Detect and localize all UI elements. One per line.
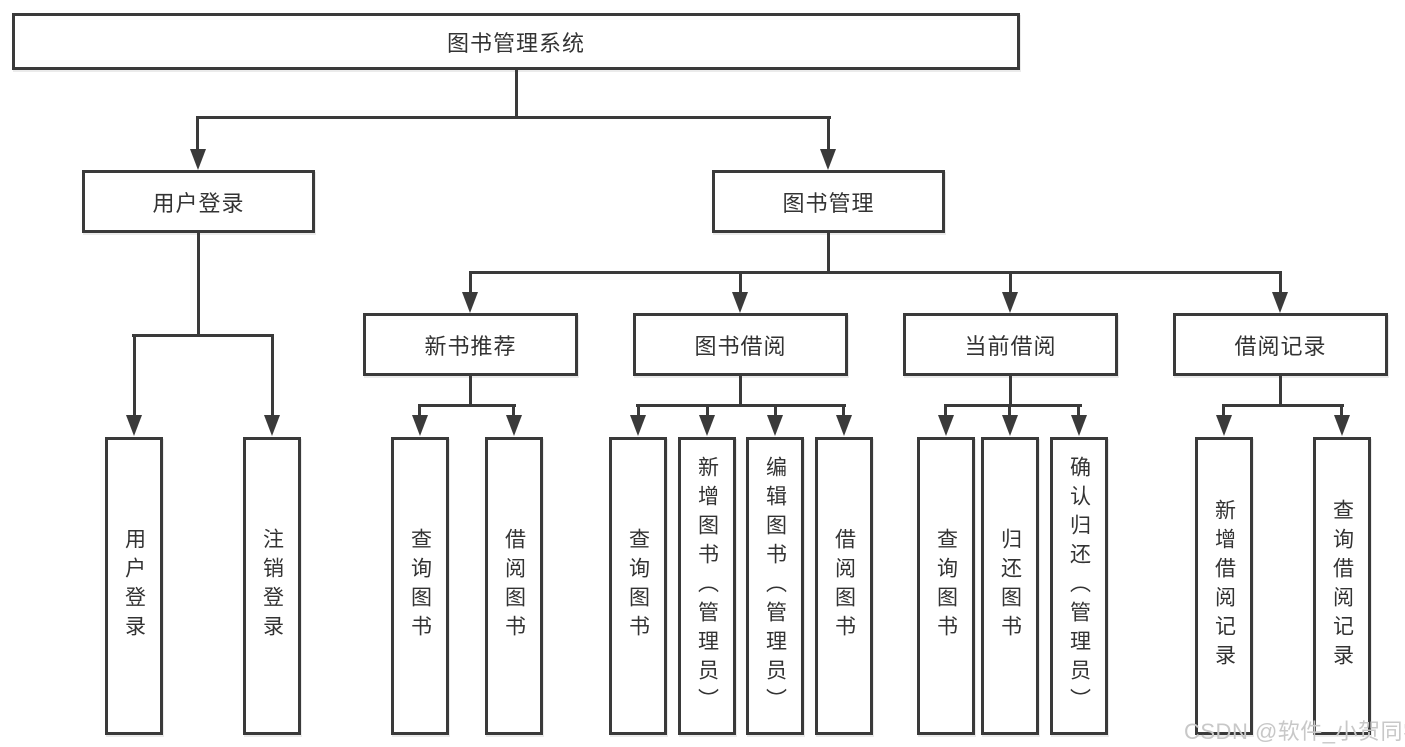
node-current-borrow: 当前借阅 xyxy=(903,313,1118,376)
node-user-login-label: 用户登录 xyxy=(152,190,245,216)
connector-line xyxy=(271,334,274,417)
node-current-borrow-label: 当前借阅 xyxy=(964,333,1057,359)
connector-line xyxy=(637,404,640,418)
csdn-watermark: CSDN @软件_小贺同学 xyxy=(1184,719,1405,744)
connector-line xyxy=(842,404,845,418)
connector-line xyxy=(1009,375,1012,407)
connector-line xyxy=(515,70,518,119)
arrow-down-icon xyxy=(630,415,646,436)
connector-line xyxy=(1279,271,1282,295)
leaf-logout-login-label: 注销登录 xyxy=(260,528,284,644)
leaf-logout-login: 注销登录 xyxy=(243,437,301,735)
leaf-query-books-recommend-label: 查询图书 xyxy=(408,528,432,644)
connector-line xyxy=(1008,404,1011,418)
node-book-borrow-label: 图书借阅 xyxy=(694,333,787,359)
arrow-down-icon xyxy=(1272,292,1288,313)
leaf-query-borrow-record-label: 查询借阅记录 xyxy=(1330,499,1354,673)
arrow-down-icon xyxy=(506,415,522,436)
connector-line xyxy=(706,404,709,418)
connector-line xyxy=(774,404,777,418)
connector-line xyxy=(132,334,274,337)
leaf-borrow-books-recommend: 借阅图书 xyxy=(485,437,543,735)
connector-line xyxy=(739,375,742,407)
node-new-book-recommend: 新书推荐 xyxy=(363,313,578,376)
leaf-query-books-borrow-label: 查询图书 xyxy=(626,528,650,644)
connector-line xyxy=(944,404,947,418)
connector-line xyxy=(196,116,199,152)
leaf-return-books-label: 归还图书 xyxy=(998,528,1022,644)
connector-line xyxy=(418,404,421,418)
leaf-add-book-admin: 新增图书（管理员） xyxy=(678,437,736,735)
leaf-confirm-return-admin: 确认归还（管理员） xyxy=(1050,437,1108,735)
arrow-down-icon xyxy=(836,415,852,436)
arrow-down-icon xyxy=(190,149,206,170)
connector-line xyxy=(739,271,742,295)
leaf-add-book-admin-label: 新增图书（管理员） xyxy=(695,455,719,717)
leaf-query-books-current-label: 查询图书 xyxy=(934,528,958,644)
connector-line xyxy=(1222,404,1225,418)
connector-line xyxy=(197,233,200,337)
connector-line xyxy=(469,271,472,295)
leaf-return-books: 归还图书 xyxy=(981,437,1039,735)
arrow-down-icon xyxy=(412,415,428,436)
connector-line xyxy=(1340,404,1343,418)
node-book-borrow: 图书借阅 xyxy=(633,313,848,376)
leaf-add-borrow-record: 新增借阅记录 xyxy=(1195,437,1253,735)
connector-line xyxy=(1009,271,1012,295)
connector-line xyxy=(512,404,515,418)
leaf-user-login: 用户登录 xyxy=(105,437,163,735)
leaf-query-borrow-record: 查询借阅记录 xyxy=(1313,437,1371,735)
node-book-management: 图书管理 xyxy=(712,170,945,233)
connector-line xyxy=(636,404,846,407)
connector-line xyxy=(469,271,1282,274)
leaf-borrow-books-borrow-label: 借阅图书 xyxy=(832,528,856,644)
leaf-confirm-return-admin-label: 确认归还（管理员） xyxy=(1067,455,1091,717)
connector-line xyxy=(133,334,136,417)
leaf-add-borrow-record-label: 新增借阅记录 xyxy=(1212,499,1236,673)
arrow-down-icon xyxy=(1002,415,1018,436)
leaf-edit-book-admin: 编辑图书（管理员） xyxy=(746,437,804,735)
arrow-down-icon xyxy=(820,149,836,170)
leaf-query-books-recommend: 查询图书 xyxy=(391,437,449,735)
arrow-down-icon xyxy=(938,415,954,436)
node-user-login: 用户登录 xyxy=(82,170,315,233)
arrow-down-icon xyxy=(264,415,280,436)
connector-line xyxy=(469,375,472,407)
arrow-down-icon xyxy=(699,415,715,436)
node-root-label: 图书管理系统 xyxy=(446,30,585,56)
node-new-book-recommend-label: 新书推荐 xyxy=(424,333,517,359)
arrow-down-icon xyxy=(732,292,748,313)
arrow-down-icon xyxy=(1002,292,1018,313)
leaf-user-login-label: 用户登录 xyxy=(122,528,146,644)
leaf-edit-book-admin-label: 编辑图书（管理员） xyxy=(763,455,787,717)
connector-line xyxy=(196,116,831,119)
arrow-down-icon xyxy=(767,415,783,436)
node-borrow-records-label: 借阅记录 xyxy=(1234,333,1327,359)
connector-line xyxy=(827,233,830,274)
node-book-management-label: 图书管理 xyxy=(782,190,875,216)
connector-line xyxy=(1222,404,1344,407)
leaf-borrow-books-borrow: 借阅图书 xyxy=(815,437,873,735)
arrow-down-icon xyxy=(462,292,478,313)
leaf-borrow-books-recommend-label: 借阅图书 xyxy=(502,528,526,644)
arrow-down-icon xyxy=(1334,415,1350,436)
leaf-query-books-borrow: 查询图书 xyxy=(609,437,667,735)
arrow-down-icon xyxy=(1071,415,1087,436)
arrow-down-icon xyxy=(1216,415,1232,436)
connector-line xyxy=(418,404,516,407)
node-borrow-records: 借阅记录 xyxy=(1173,313,1388,376)
connector-line xyxy=(827,116,830,152)
connector-line xyxy=(1077,404,1080,418)
arrow-down-icon xyxy=(126,415,142,436)
connector-line xyxy=(1279,375,1282,407)
leaf-query-books-current: 查询图书 xyxy=(917,437,975,735)
node-root-library-system: 图书管理系统 xyxy=(12,13,1020,70)
connector-line xyxy=(944,404,1082,407)
